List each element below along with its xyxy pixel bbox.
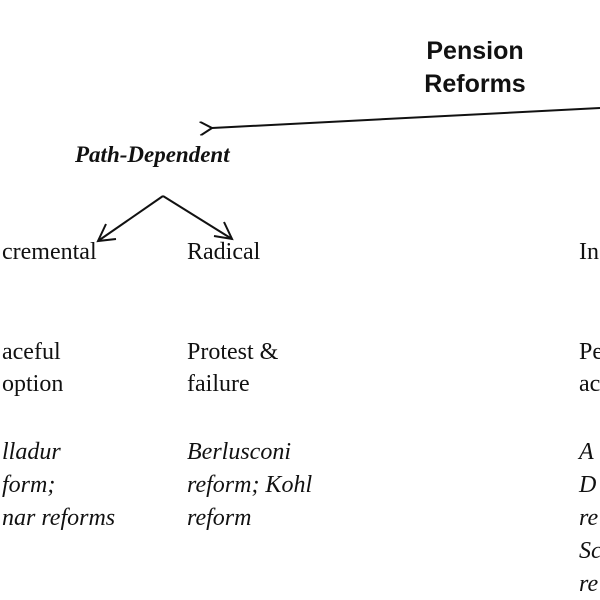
root-node-pension-reforms: Pension Reforms (400, 35, 550, 101)
node-right-branch-label: In (579, 239, 599, 265)
right-branch-examples: A D re Sc re (579, 439, 600, 597)
arrowhead-radical (213, 221, 234, 241)
incremental-outcome: aceful option (2, 339, 64, 397)
right-branch-outcome: Pe ac (579, 339, 600, 397)
branch-path-dependent: Path-Dependent (75, 142, 230, 167)
arrow-path-dependent-to-incremental (97, 195, 164, 242)
radical-examples: Berlusconi reform; Kohl reform (187, 439, 313, 531)
arrowhead-incremental (96, 223, 117, 243)
arrow-path-dependent-to-radical (162, 195, 233, 240)
root-line-1: Pension (426, 37, 524, 65)
incremental-examples: lladur form; nar reforms (2, 439, 116, 531)
root-line-2: Reforms (424, 70, 526, 98)
radical-outcome: Protest & failure (187, 339, 279, 397)
arrow-root-to-path-dependent (212, 107, 600, 128)
node-radical-label: Radical (187, 239, 261, 265)
node-incremental-label: cremental (2, 239, 97, 265)
